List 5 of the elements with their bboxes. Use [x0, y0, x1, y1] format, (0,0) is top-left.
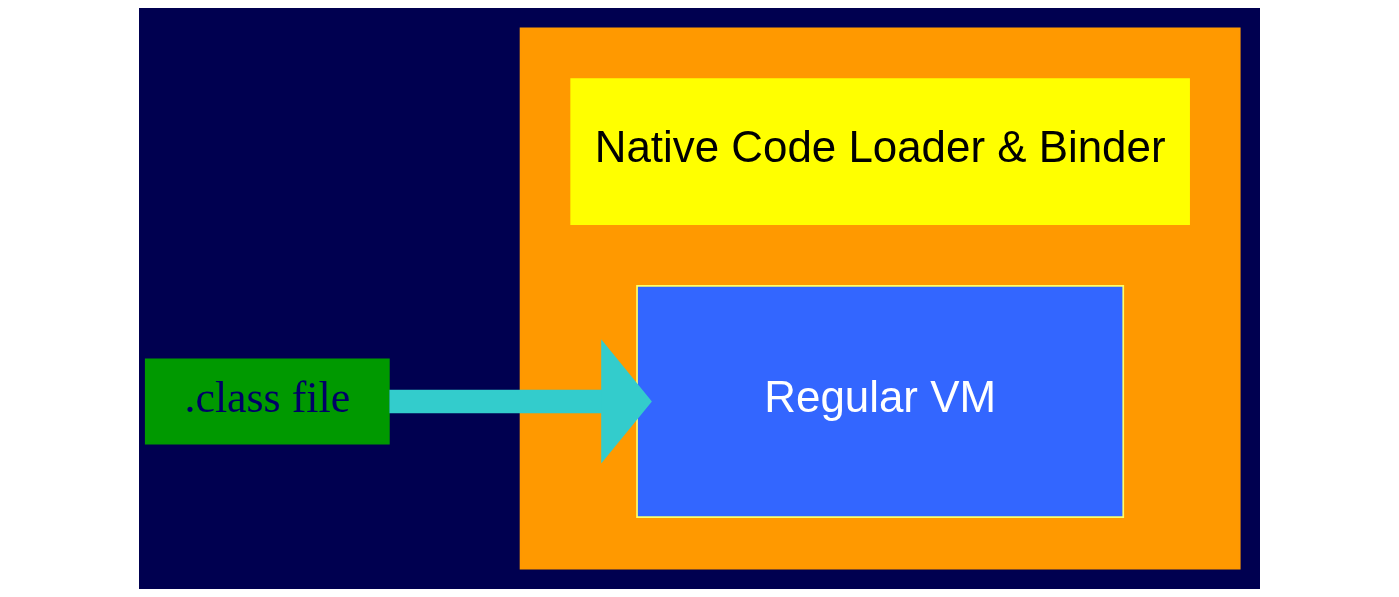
cluster: [519, 27, 1241, 570]
node-box: Regular VM: [636, 285, 1125, 518]
node-box: Native Code Loader & Binder: [570, 78, 1190, 226]
arrow: [389, 339, 652, 464]
node-box: .class file: [144, 358, 390, 445]
